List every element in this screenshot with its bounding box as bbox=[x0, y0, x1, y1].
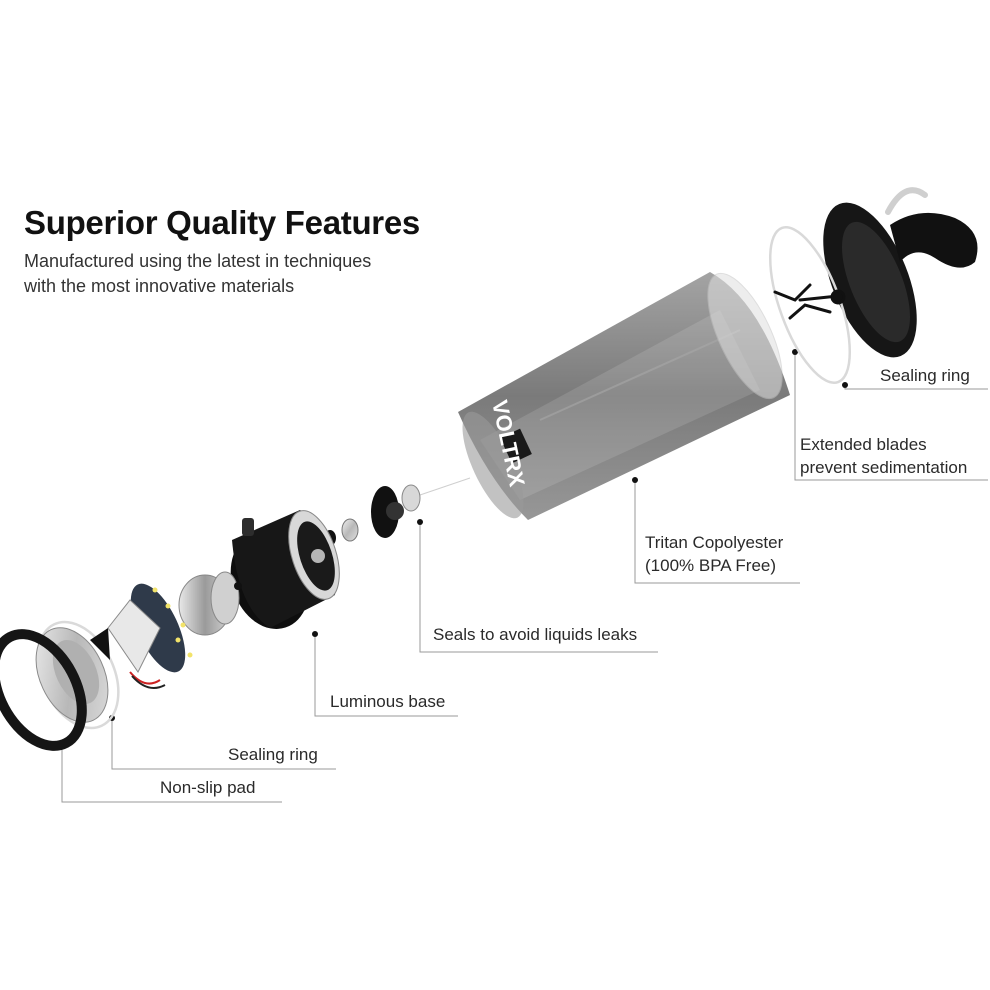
leader-base-sealing-ring bbox=[111, 718, 336, 770]
leader-seals bbox=[419, 522, 658, 653]
battery bbox=[107, 599, 166, 689]
lid-carry-loop bbox=[885, 187, 928, 215]
blade-assembly bbox=[773, 283, 846, 320]
motor bbox=[178, 571, 242, 636]
seal-parts bbox=[324, 477, 471, 546]
leader-dot-lid-ring bbox=[842, 382, 848, 388]
callout-lid-sealing-ring: Sealing ring bbox=[880, 366, 970, 385]
seal-small bbox=[401, 484, 421, 512]
lid-assembly bbox=[768, 187, 978, 384]
callout-blades-line-2: prevent sedimentation bbox=[800, 458, 968, 477]
cup: VOLTRX bbox=[458, 272, 790, 520]
leader-tritan bbox=[634, 480, 800, 584]
page-subtitle-line-1: Manufactured using the latest in techniq… bbox=[24, 251, 372, 271]
cup-bottom bbox=[462, 411, 524, 519]
lid-disc-inner bbox=[842, 221, 910, 343]
leader-dot-base bbox=[312, 631, 318, 637]
leader-luminous-base bbox=[314, 634, 458, 717]
leader-dot-blades bbox=[792, 349, 798, 355]
leader-lines bbox=[61, 352, 988, 803]
non-slip-pad bbox=[0, 629, 87, 751]
leader-dot-seals bbox=[417, 519, 423, 525]
page-subtitle-line-2: with the most innovative materials bbox=[24, 276, 295, 296]
callout-cup-material-line-1: Tritan Copolyester bbox=[645, 533, 784, 552]
leader-dot-tritan bbox=[632, 477, 638, 483]
callout-luminous-base: Luminous base bbox=[330, 692, 446, 711]
luminous-base bbox=[230, 510, 340, 629]
callout-seals: Seals to avoid liquids leaks bbox=[433, 625, 638, 644]
callout-cup-material-line-2: (100% BPA Free) bbox=[645, 556, 777, 575]
lid-flip-cap bbox=[890, 212, 978, 268]
leader-non-slip-pad bbox=[61, 745, 282, 803]
leader-extended-blades bbox=[794, 352, 988, 481]
callout-non-slip-pad: Non-slip pad bbox=[160, 778, 256, 797]
callout-base-sealing-ring: Sealing ring bbox=[228, 745, 318, 764]
cup-rim bbox=[707, 272, 783, 400]
callout-blades-line-1: Extended blades bbox=[800, 435, 927, 454]
cup-window bbox=[500, 428, 532, 464]
seal-coupling-black bbox=[371, 486, 399, 538]
cup-facet-2 bbox=[539, 329, 741, 421]
cup-body bbox=[458, 272, 790, 520]
cup-facet bbox=[480, 310, 760, 500]
page-title: Superior Quality Features bbox=[24, 204, 420, 241]
seal-gear-silver bbox=[341, 518, 359, 542]
base-shell bbox=[0, 620, 120, 751]
